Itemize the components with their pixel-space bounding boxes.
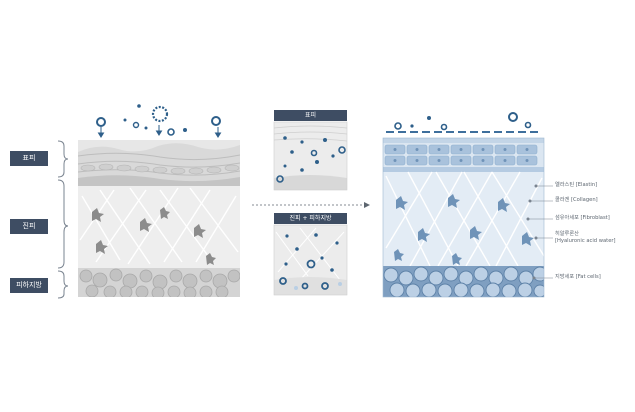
inset-epidermis-header: 표피 [274, 110, 347, 121]
inset-dermis-fat [274, 225, 347, 295]
annotation-fibroblast: 섬유아세포 [Fibroblast] [555, 215, 610, 221]
healthy-skin-block [383, 138, 544, 297]
layer-brackets [57, 140, 69, 299]
absorption-arrows [97, 125, 222, 138]
label-subcutaneous: 피하지방 [10, 278, 48, 293]
healthy-surface-dashes [386, 131, 538, 133]
inset-dermis-fat-header: 진피 + 피하지방 [274, 213, 347, 224]
annotation-collagen: 콜라겐 [Collagen] [555, 197, 598, 203]
transition-arrow [252, 202, 370, 208]
annotation-fat-cells: 지방세포 [Fat cells] [555, 274, 601, 280]
label-dermis: 진피 [10, 219, 48, 234]
inset-epidermis [274, 122, 347, 190]
aged-surface-particles [96, 105, 221, 136]
annotation-leaders [526, 184, 553, 280]
aged-skin-block [78, 140, 240, 297]
annotation-hyaluronic-acid: 히알루론산 [Hyaluronic acid water] [555, 231, 616, 244]
annotation-elastin: 엘라스틴 [Elastin] [555, 182, 598, 188]
label-epidermis: 표피 [10, 151, 48, 166]
